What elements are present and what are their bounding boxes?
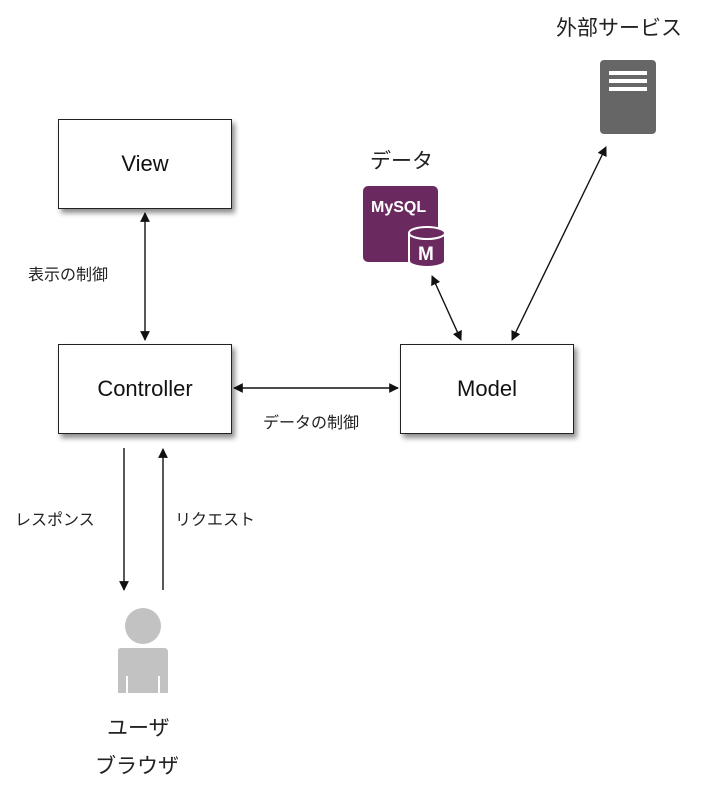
view-node: View [58, 119, 232, 209]
controller-node: Controller [58, 344, 232, 434]
view-label: View [121, 151, 169, 176]
response-edge-label: レスポンス [15, 510, 95, 529]
controller-label: Controller [97, 376, 193, 401]
svg-text:MySQL: MySQL [371, 199, 426, 216]
user-icon [118, 608, 168, 693]
model-external-service-arrow [511, 146, 607, 341]
view-controller-edge-label: 表示の制御 [28, 265, 109, 284]
external-service-label: 外部サービス [556, 16, 682, 40]
mysql-database-icon: MySQL M [363, 186, 446, 266]
request-edge-label: リクエスト [175, 510, 256, 529]
model-database-arrow [431, 275, 462, 341]
server-document-icon [600, 60, 656, 134]
database-label: データ [370, 149, 433, 173]
user-label: ユーザ [107, 716, 170, 740]
browser-label: ブラウザ [95, 754, 179, 778]
model-node: Model [400, 344, 574, 434]
svg-text:M: M [418, 244, 434, 265]
controller-model-edge-label: データの制御 [263, 413, 360, 432]
model-label: Model [457, 376, 517, 401]
